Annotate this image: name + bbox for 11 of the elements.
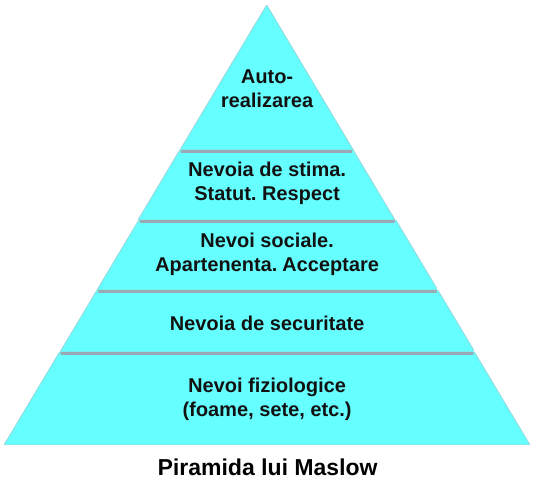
tier-label: Nevoi fiziologice (foame, sete, etc.)	[182, 374, 352, 422]
tier-label: Auto-realizarea	[220, 65, 314, 113]
tier-label: Nevoia de stima. Statut. Respect	[187, 158, 347, 206]
tier-label: Nevoi sociale. Apartenenta. Acceptare	[154, 229, 380, 277]
pyramid-apex	[180, 5, 354, 150]
caption: Piramida lui Maslow	[158, 454, 378, 481]
pyramid-tier	[138, 150, 396, 220]
pyramid-tier	[96, 220, 438, 290]
pyramid-tier	[4, 352, 530, 445]
tier-label: Nevoia de securitate	[170, 312, 364, 336]
pyramid-tier	[60, 290, 474, 352]
